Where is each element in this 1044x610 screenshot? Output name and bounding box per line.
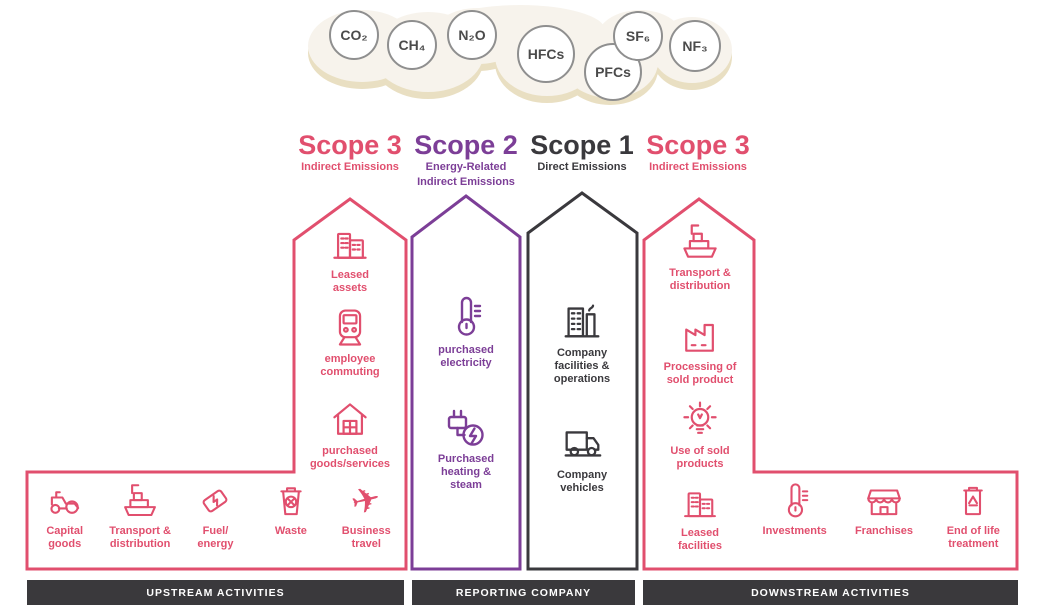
item-transport-distribution-downstream: Transport & distribution: [644, 220, 756, 293]
factory-office-icon: [559, 298, 605, 344]
recycle-bin-icon: [952, 480, 994, 522]
header-scope2: Scope 2 Energy-Related Indirect Emission…: [396, 131, 536, 189]
scope1-outline: [526, 191, 639, 571]
gas-n2o: N₂O: [447, 10, 497, 60]
item-business-travel: Business travel: [329, 480, 403, 551]
light-bulb-icon: [678, 398, 722, 442]
reporting-company-bar: REPORTING COMPANY: [412, 580, 635, 605]
item-label: Transport & distribution: [669, 267, 731, 292]
item-label: End of life treatment: [946, 525, 1000, 550]
item-label: Waste: [274, 525, 307, 537]
gas-ch4: CH₄: [387, 20, 437, 70]
item-processing-sold-product: Processing of sold product: [644, 314, 756, 387]
scope2-outline: [410, 194, 522, 571]
item-use-of-sold-products: Use of sold products: [644, 398, 756, 471]
thermometer-icon: [774, 480, 816, 522]
gas-hfcs: HFCs: [517, 25, 575, 83]
gas-nf3: NF₃: [669, 20, 721, 72]
item-purchased-electricity: purchased electricity: [411, 293, 521, 370]
gas-co2: CO₂: [329, 10, 379, 60]
upstream-items-row: Capital goods Transport & distribution F…: [27, 480, 404, 551]
scope-subtitle: Direct Emissions: [537, 161, 627, 174]
item-label: employee commuting: [320, 353, 380, 378]
gas-sf6: SF₆: [613, 11, 663, 61]
shop-house-icon: [328, 398, 372, 442]
item-label: Leased assets: [331, 269, 369, 294]
item-franchises: Franchises: [847, 480, 921, 538]
item-investments: Investments: [758, 480, 832, 538]
item-label: Use of sold products: [670, 445, 730, 470]
item-leased-assets: Leased assets: [295, 222, 405, 295]
scope-title: Scope 3: [298, 130, 402, 160]
tractor-icon: [44, 480, 86, 522]
scope-subtitle: Indirect Emissions: [649, 161, 747, 174]
scope-title: Scope 3: [646, 130, 750, 160]
scope-title: Scope 1: [530, 130, 634, 160]
airplane-icon: [345, 480, 387, 522]
upstream-activities-bar: UPSTREAM ACTIVITIES: [27, 580, 404, 605]
item-label: Leased facilities: [677, 527, 723, 552]
item-waste: Waste: [254, 480, 328, 538]
item-label: Company facilities & operations: [553, 347, 611, 385]
plug-energy-icon: [442, 402, 490, 450]
thermometer-icon: [442, 293, 490, 341]
item-label: Processing of sold product: [663, 361, 737, 386]
downstream-activities-bar: DOWNSTREAM ACTIVITIES: [643, 580, 1018, 605]
scope-subtitle: Energy-Related Indirect Emissions: [417, 161, 515, 188]
cargo-ship-icon: [119, 480, 161, 522]
factory-icon: [678, 314, 722, 358]
item-fuel-energy: Fuel/ energy: [178, 480, 252, 551]
item-transport-distribution-upstream: Transport & distribution: [103, 480, 177, 551]
item-company-facilities: Company facilities & operations: [527, 298, 637, 386]
scope3-upstream-outline: [25, 197, 408, 571]
truck-icon: [559, 420, 605, 466]
header-scope3-upstream: Scope 3 Indirect Emissions: [280, 131, 420, 175]
scope-title: Scope 2: [414, 130, 518, 160]
item-label: purchased electricity: [438, 344, 494, 369]
item-label: Fuel/ energy: [197, 525, 234, 550]
item-company-vehicles: Company vehicles: [527, 420, 637, 495]
cargo-ship-icon: [678, 220, 722, 264]
scope-subtitle: Indirect Emissions: [301, 161, 399, 174]
item-end-of-life-treatment: End of life treatment: [936, 480, 1010, 551]
item-label: Business travel: [341, 525, 391, 550]
storefront-icon: [863, 480, 905, 522]
item-purchased-heating-steam: Purchased heating & steam: [411, 402, 521, 492]
item-label: Company vehicles: [556, 469, 608, 494]
waste-bin-icon: [270, 480, 312, 522]
item-employee-commuting: employee commuting: [295, 306, 405, 379]
buildings-icon: [328, 222, 372, 266]
buildings-icon: [679, 482, 721, 524]
item-label: purchased goods/services: [309, 445, 391, 470]
train-icon: [328, 306, 372, 350]
header-scope1: Scope 1 Direct Emissions: [512, 131, 652, 175]
downstream-items-row: Investments Franchises End of life treat…: [750, 480, 1018, 551]
item-capital-goods: Capital goods: [28, 480, 102, 551]
item-label: Investments: [762, 525, 827, 537]
item-label: Purchased heating & steam: [437, 453, 495, 491]
item-leased-facilities: Leased facilities: [644, 482, 756, 553]
fuel-ticket-icon: [194, 480, 236, 522]
scope3-downstream-outline: [642, 197, 1019, 571]
item-purchased-goods-services: purchased goods/services: [295, 398, 405, 471]
item-label: Transport & distribution: [109, 525, 171, 550]
item-label: Franchises: [854, 525, 914, 537]
item-label: Capital goods: [46, 525, 84, 550]
header-scope3-downstream: Scope 3 Indirect Emissions: [628, 131, 768, 175]
